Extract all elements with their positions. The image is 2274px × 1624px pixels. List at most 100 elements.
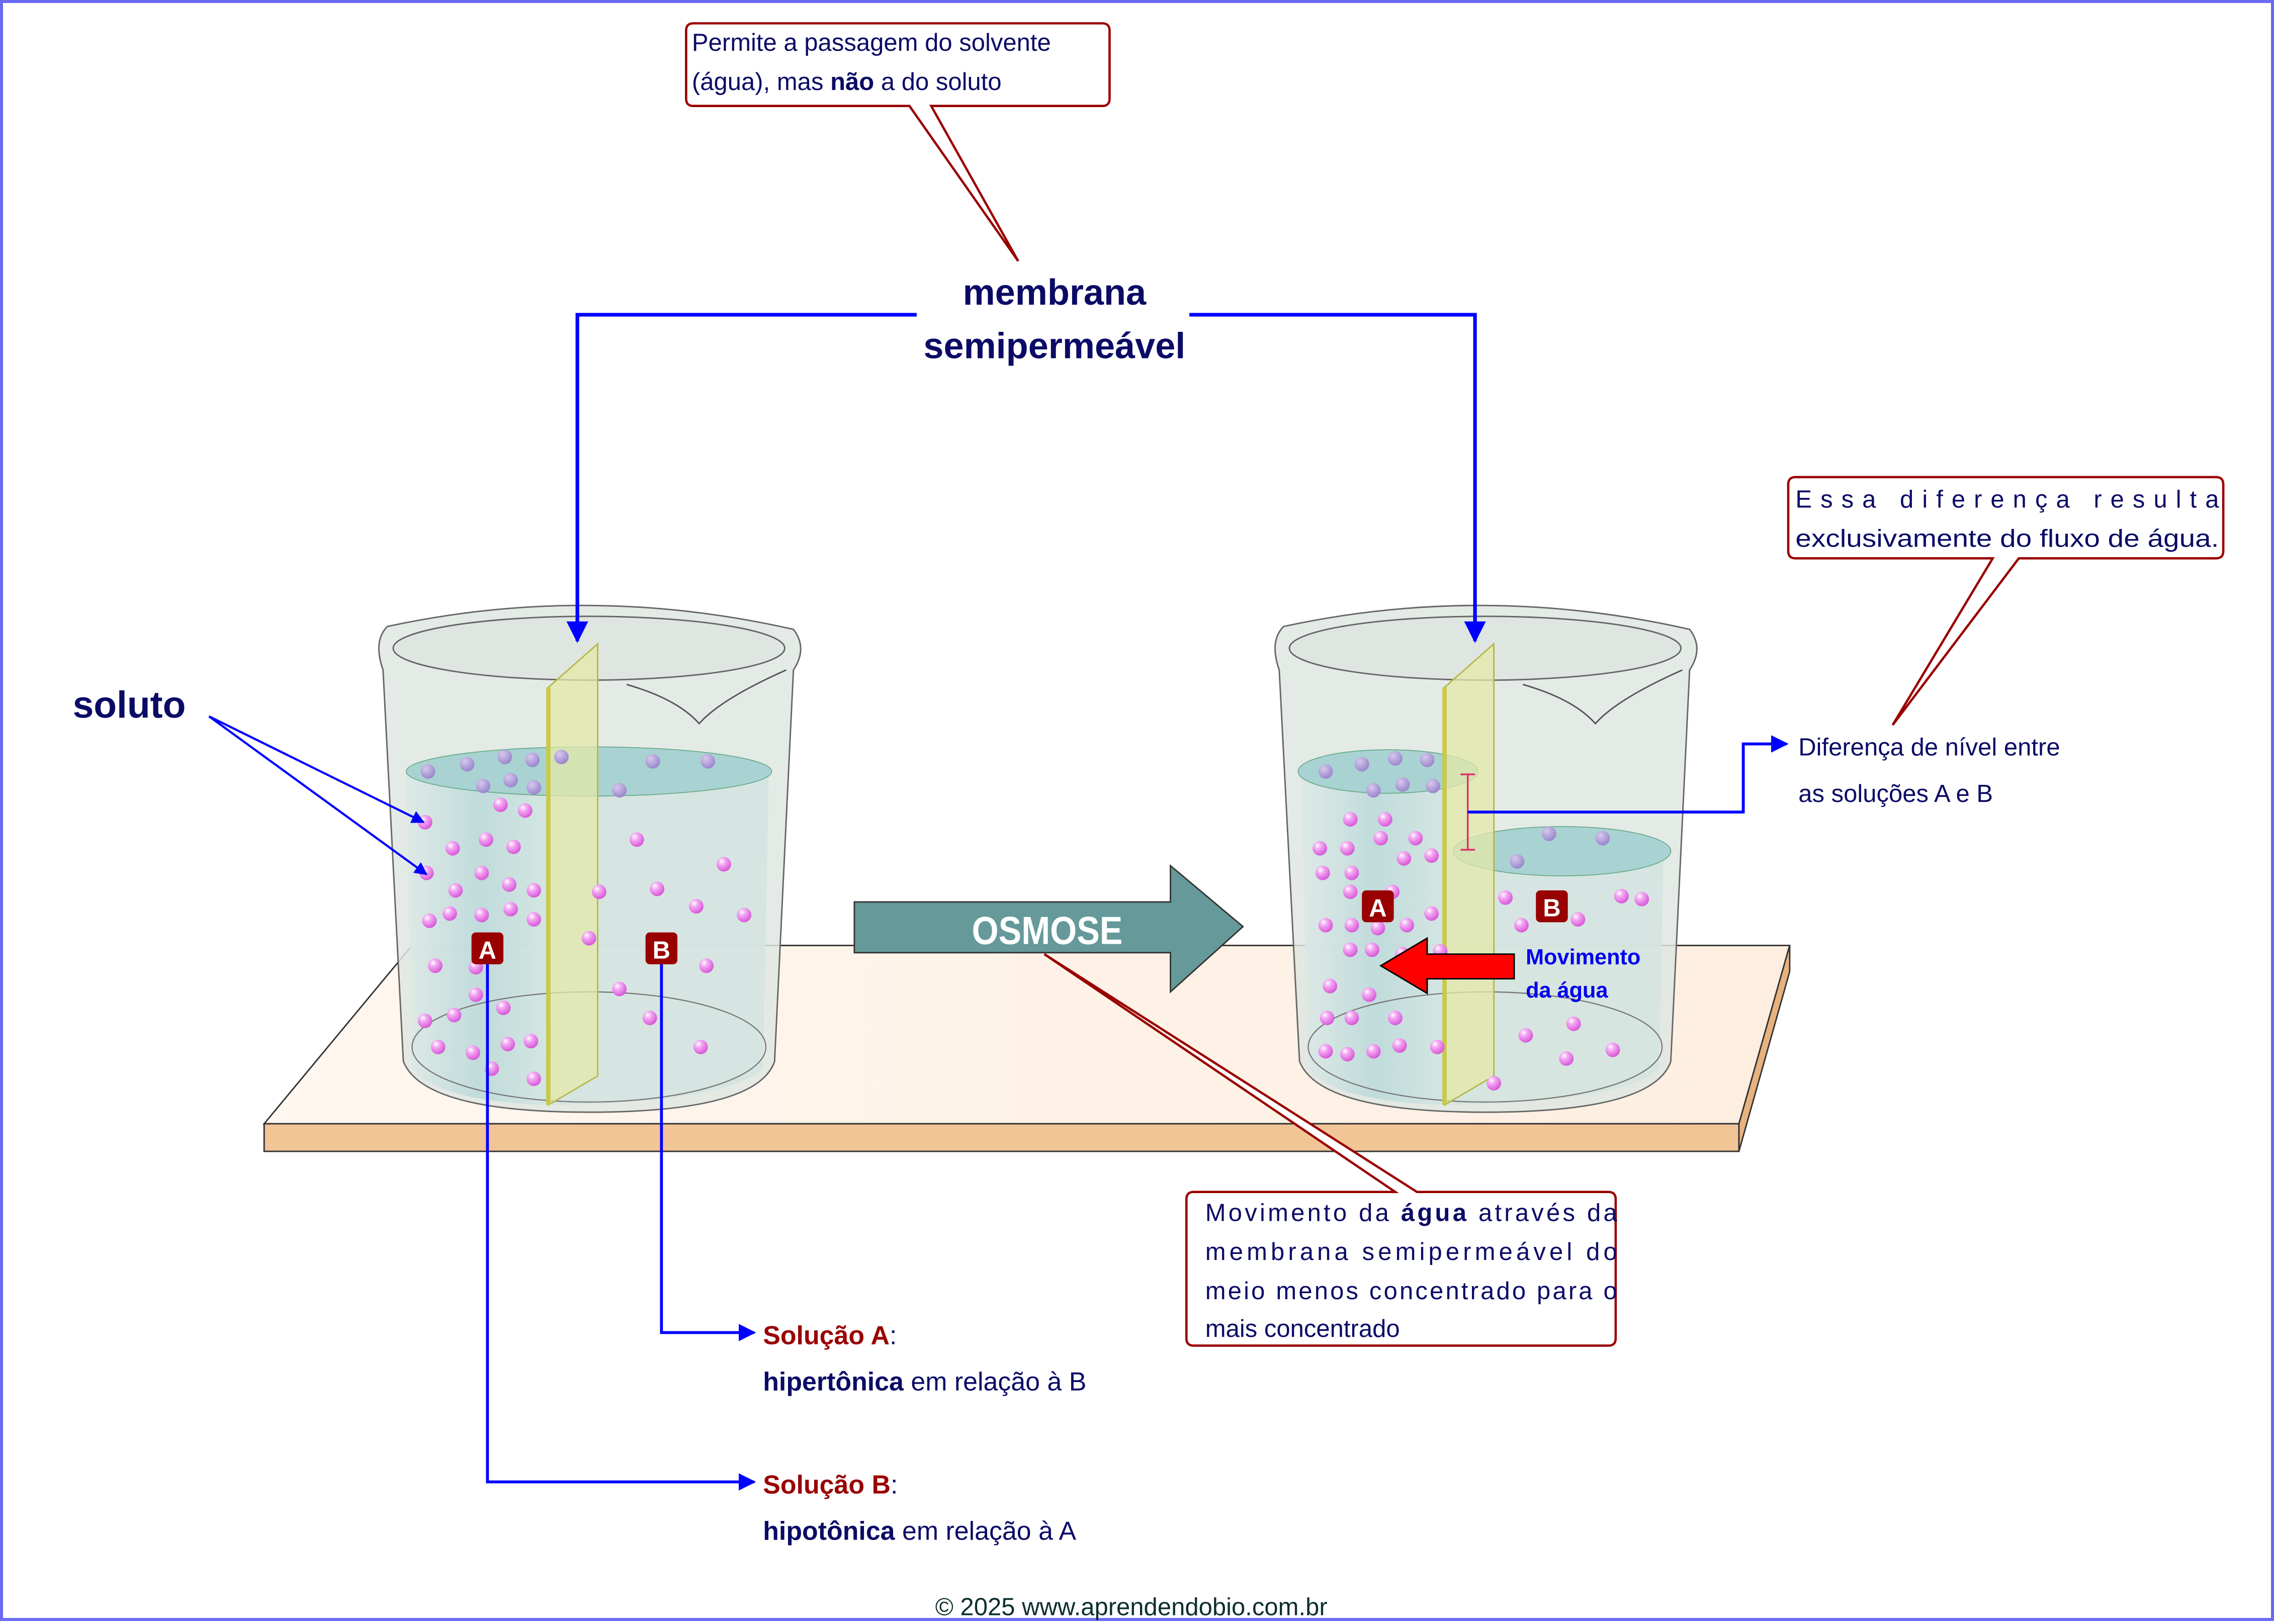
solute-particle <box>503 901 518 917</box>
badge-a-left: A <box>471 932 504 964</box>
solute-particle <box>612 981 627 997</box>
solute-particle <box>1392 1038 1407 1053</box>
solution-a-text: Solução A: hipertônica em relação à B <box>763 1320 1086 1396</box>
solute-particle <box>737 908 752 923</box>
solute-particle <box>1313 841 1327 856</box>
solute-particle <box>1366 1044 1381 1059</box>
solute-particle <box>417 815 432 830</box>
solute-particle <box>693 1039 708 1054</box>
right-membrane <box>1444 642 1495 1107</box>
solute-particle <box>1514 918 1529 933</box>
solute-particle <box>1388 751 1403 766</box>
copyright-footer: © 2025 www.aprendendobio.com.br <box>935 1594 1328 1621</box>
solute-particle <box>1318 764 1333 779</box>
solute-particle <box>448 883 463 898</box>
water-movement-label-2: da água <box>1526 978 1608 1003</box>
solute-particle <box>1318 1044 1333 1059</box>
right-water-b <box>1449 851 1664 1105</box>
solute-particle <box>1388 1011 1403 1026</box>
solute-particle <box>1343 812 1358 827</box>
solute-particle <box>1344 918 1359 933</box>
solution-pointers <box>486 964 756 1491</box>
solute-particle <box>527 780 542 795</box>
solute-particle <box>1373 831 1388 846</box>
solute-particle <box>1315 865 1330 880</box>
solute-particle <box>460 757 475 772</box>
solute-particle <box>497 750 512 764</box>
solute-particle <box>442 906 457 921</box>
level-difference-label-2: as soluções A e B <box>1798 780 1993 807</box>
solute-particle <box>699 958 714 973</box>
solute-particle <box>468 987 483 1002</box>
water-movement-label-1: Movimento <box>1526 945 1640 969</box>
solute-particle <box>1430 1039 1445 1054</box>
membrane-label-2: semipermeável <box>923 326 1185 367</box>
solute-particle <box>1424 906 1439 921</box>
right-beaker <box>1274 604 1698 1113</box>
solute-particle <box>1510 854 1525 869</box>
solute-particle <box>1420 752 1435 767</box>
svg-text:Solução A:: Solução A: <box>763 1320 897 1349</box>
solute-particle <box>420 764 435 779</box>
level-difference-label-1: Diferença de nível entre <box>1798 734 2060 761</box>
solute-particle <box>493 797 508 813</box>
water-movement-arrow <box>1379 937 1515 995</box>
left-beaker <box>378 604 802 1113</box>
solute-particle <box>612 783 627 798</box>
solute-particle <box>525 752 540 767</box>
solute-particle <box>1595 831 1610 846</box>
solute-particle <box>496 1001 511 1015</box>
solute-particle <box>554 750 569 764</box>
solute-particle <box>1634 891 1649 907</box>
badge-a-right: A <box>1362 890 1394 923</box>
solute-particle <box>1318 918 1333 933</box>
soluto-pointers <box>208 715 428 875</box>
solute-particle <box>701 754 716 769</box>
solute-particles-right <box>1313 751 1649 1091</box>
solute-particle <box>1344 865 1359 880</box>
solute-particle <box>642 1011 657 1026</box>
callout-membrane: Permite a passagem do solvente (água), m… <box>685 22 1111 262</box>
svg-text:hipotônica em relação à A: hipotônica em relação à A <box>763 1516 1076 1546</box>
solute-particle <box>629 832 644 847</box>
level-difference-pointer <box>1467 735 1789 814</box>
solute-particle <box>1344 1011 1359 1026</box>
solute-particle <box>422 913 437 928</box>
solute-particle <box>447 1008 462 1023</box>
svg-text:hipertônica em relação à B: hipertônica em relação à B <box>763 1367 1086 1396</box>
svg-text:exclusivamente do fluxo de águ: exclusivamente do fluxo de água. <box>1795 525 2219 552</box>
svg-text:A: A <box>479 937 496 964</box>
svg-text:B: B <box>653 937 670 964</box>
badge-b-right: B <box>1536 890 1568 923</box>
solution-b-text: Solução B: hipotônica em relação à A <box>763 1470 1076 1545</box>
svg-text:Solução B:: Solução B: <box>763 1470 898 1499</box>
callout-difference: Essa diferença resulta exclusivamente do… <box>1787 476 2225 726</box>
solute-particle <box>1377 812 1392 827</box>
solute-particle <box>1498 890 1513 905</box>
solute-particle <box>1566 1016 1581 1031</box>
membrane-label-1: membrana <box>963 273 1147 313</box>
solute-particle <box>503 773 518 788</box>
solute-particle <box>591 884 606 899</box>
solute-particle <box>1400 918 1415 933</box>
solute-particle <box>1605 1042 1620 1057</box>
solute-particle <box>645 754 660 769</box>
solute-particle <box>1518 1028 1533 1043</box>
solute-particle <box>523 1034 539 1049</box>
solute-particle <box>1354 757 1369 772</box>
solute-particle <box>1362 987 1377 1002</box>
solute-particle <box>506 839 521 854</box>
solute-particle <box>1340 841 1355 856</box>
solute-particle <box>417 1013 432 1028</box>
solute-particle <box>1340 1047 1355 1062</box>
solute-particle <box>1424 848 1439 863</box>
solute-particle <box>1396 851 1412 866</box>
solute-particle <box>479 832 493 847</box>
solute-particle <box>1614 888 1629 904</box>
solute-particle <box>1541 826 1556 841</box>
svg-text:membrana semipermeável do: membrana semipermeável do <box>1205 1238 1617 1266</box>
solute-particle <box>1343 884 1358 899</box>
solute-particle <box>1559 1051 1574 1066</box>
solute-particle <box>527 1071 542 1087</box>
